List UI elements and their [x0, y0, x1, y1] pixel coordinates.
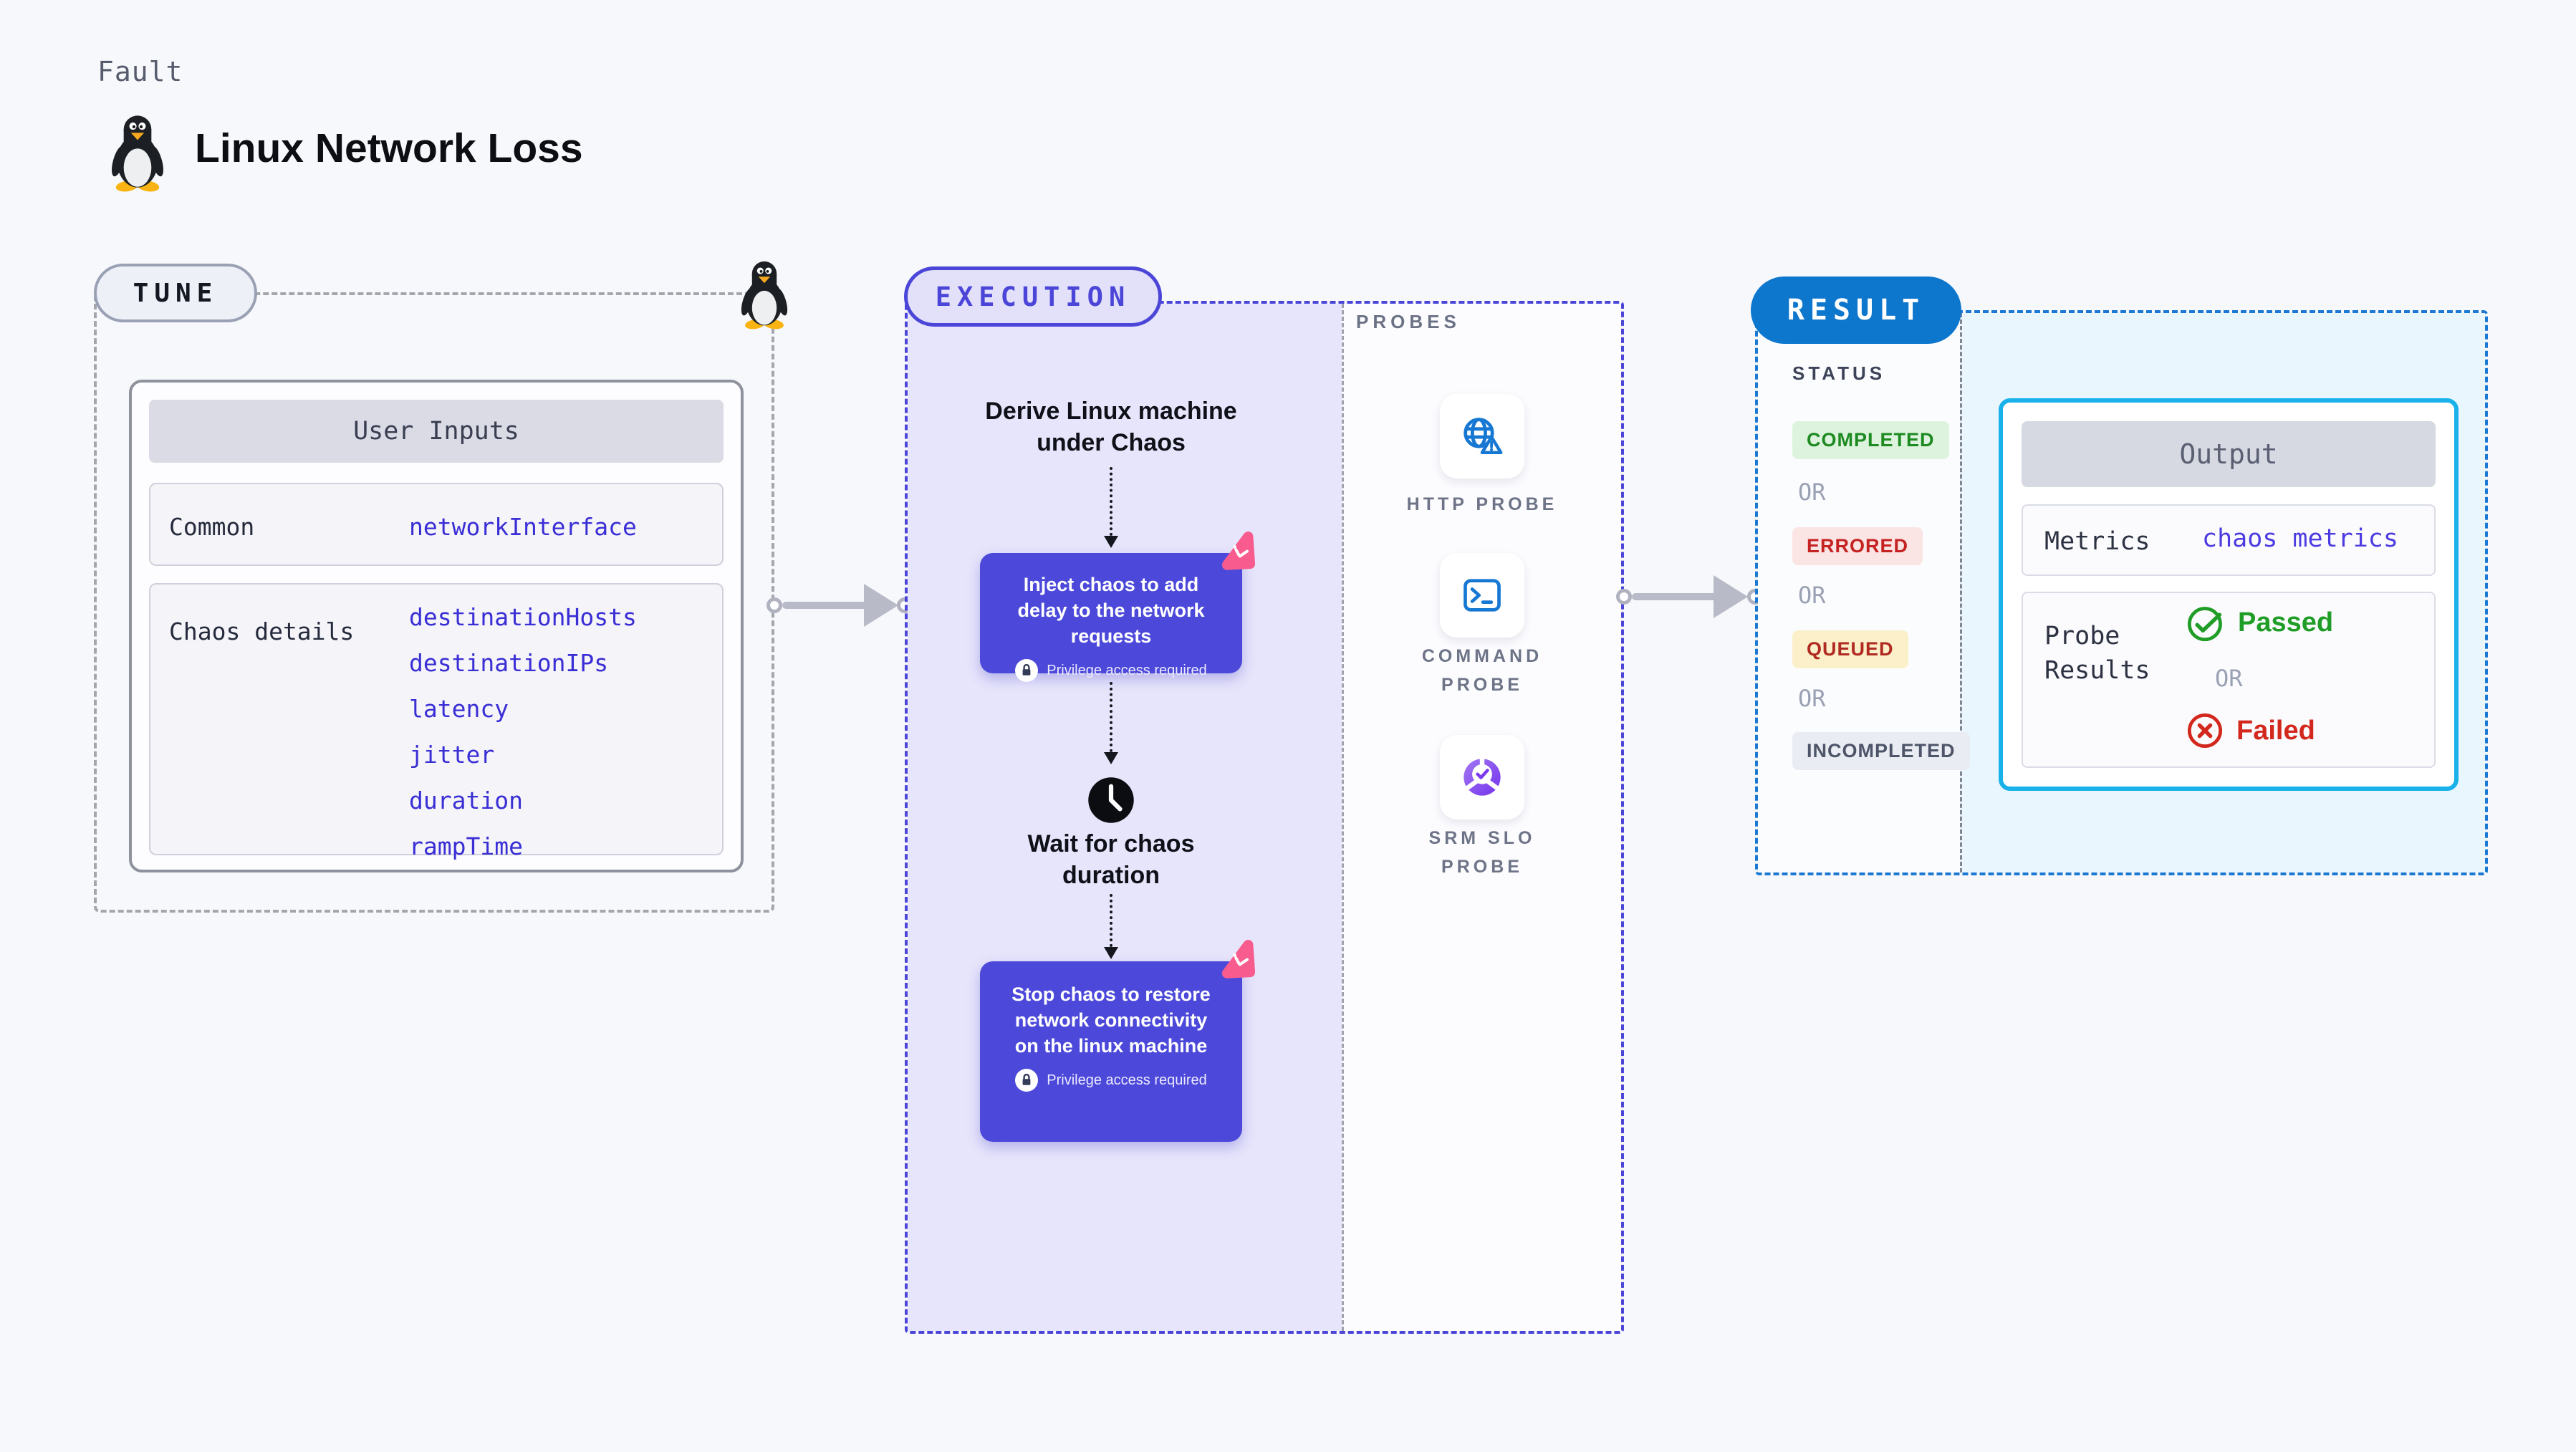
flow-arrow-icon: [1104, 536, 1118, 548]
chaos-logo-icon: [1221, 939, 1256, 979]
or-separator: OR: [2215, 665, 2243, 692]
failed-verdict: Failed: [2186, 712, 2315, 749]
chaos-detail-values: destinationHosts destinationIPs latency …: [409, 595, 637, 870]
input-row-common: Common networkInterface: [149, 483, 724, 566]
chaos-logo-icon: [1221, 531, 1256, 570]
linux-tux-icon: [111, 115, 164, 192]
input-row-label: Chaos details: [169, 617, 355, 645]
http-probe-card: [1440, 394, 1524, 479]
chaos-value: jitter: [409, 741, 495, 769]
user-inputs-header: User Inputs: [149, 400, 724, 463]
input-row-value: networkInterface: [409, 513, 637, 541]
inject-chaos-text: Inject chaos to add delay to the network…: [1017, 574, 1205, 647]
or-separator: OR: [1798, 582, 1826, 609]
tux-corner-icon: [741, 261, 788, 330]
chaos-value: duration: [409, 787, 523, 814]
flow-connector: [1110, 682, 1112, 752]
chaos-value: rampTime: [409, 832, 523, 860]
command-probe-card: [1440, 553, 1524, 638]
status-queued-chip: QUEUED: [1792, 630, 1908, 668]
or-separator: OR: [1798, 479, 1826, 506]
page-title: Linux Network Loss: [195, 125, 583, 171]
tune-badge: TUNE: [94, 264, 257, 322]
status-incompleted-chip: INCOMPLETED: [1792, 732, 1970, 770]
inject-chaos-node: Inject chaos to add delay to the network…: [980, 553, 1242, 682]
lock-icon: [1015, 659, 1039, 682]
arrow-head-icon: [864, 584, 898, 627]
http-globe-icon: [1464, 418, 1503, 455]
input-row-chaos-details: Chaos details destinationHosts destinati…: [149, 583, 724, 860]
status-column: [1758, 313, 1960, 872]
srm-slo-probe-card: [1440, 735, 1524, 819]
connector-dot: [766, 597, 782, 613]
http-probe-label: HTTP PROBE: [1406, 494, 1558, 514]
srm-slo-pie-icon: [1464, 757, 1501, 796]
passed-verdict: Passed: [2186, 603, 2333, 642]
user-inputs-card: User Inputs Common networkInterface Chao…: [129, 380, 744, 872]
chaos-value: destinationHosts: [409, 603, 637, 631]
stop-chaos-text: Stop chaos to restore network connectivi…: [1011, 984, 1211, 1057]
privilege-text: Privilege access required: [1047, 1072, 1207, 1088]
failed-x-icon: [2187, 713, 2223, 749]
privilege-text: Privilege access required: [1047, 662, 1207, 678]
arrow-head-icon: [1714, 575, 1748, 618]
execution-badge: EXECUTION: [904, 266, 1162, 327]
passed-check-icon: [2187, 607, 2222, 642]
status-completed-chip: COMPLETED: [1792, 421, 1949, 459]
connector-dot: [1616, 589, 1632, 605]
metrics-value: chaos metrics: [2202, 524, 2398, 553]
wait-clock-icon: [1088, 777, 1134, 823]
command-probe-label: COMMAND PROBE: [1421, 646, 1543, 695]
wait-step-text: Wait for chaos duration: [1027, 830, 1195, 889]
output-panel: Output Metrics chaos metrics Probe Resul…: [1999, 398, 2459, 791]
result-badge: RESULT: [1751, 277, 1961, 344]
probes-title: PROBES: [1356, 311, 1461, 332]
or-separator: OR: [1798, 685, 1826, 712]
command-terminal-icon: [1464, 579, 1501, 612]
output-header: Output: [2022, 421, 2436, 487]
derive-step-text: Derive Linux machine under Chaos: [985, 398, 1237, 456]
status-errored-chip: ERRORED: [1792, 527, 1923, 565]
privilege-note: Privilege access required: [980, 1069, 1242, 1092]
tune-to-execution-arrow: [782, 602, 867, 609]
privilege-note: Privilege access required: [980, 659, 1242, 682]
probe-results-row: Probe Results Passed OR Failed: [2022, 592, 2436, 768]
probe-results-label: Probe Results: [2044, 622, 2150, 685]
input-row-label: Common: [169, 513, 255, 541]
execution-to-result-arrow: [1632, 593, 1719, 600]
stop-chaos-node: Stop chaos to restore network connectivi…: [980, 961, 1242, 1142]
metrics-label: Metrics: [2044, 527, 2150, 556]
flow-arrow-icon: [1104, 947, 1118, 959]
failed-text: Failed: [2236, 715, 2315, 746]
passed-text: Passed: [2238, 607, 2334, 638]
fault-kicker: Fault: [97, 56, 183, 87]
flow-connector: [1110, 894, 1112, 947]
srm-slo-probe-label: SRM SLO PROBE: [1428, 828, 1536, 877]
chaos-value: destinationIPs: [409, 649, 609, 677]
lock-icon: [1015, 1069, 1039, 1092]
metrics-row: Metrics chaos metrics: [2022, 504, 2436, 576]
status-title: STATUS: [1792, 362, 1886, 384]
chaos-value: latency: [409, 695, 509, 723]
flow-arrow-icon: [1104, 752, 1118, 764]
flow-connector: [1110, 467, 1112, 536]
